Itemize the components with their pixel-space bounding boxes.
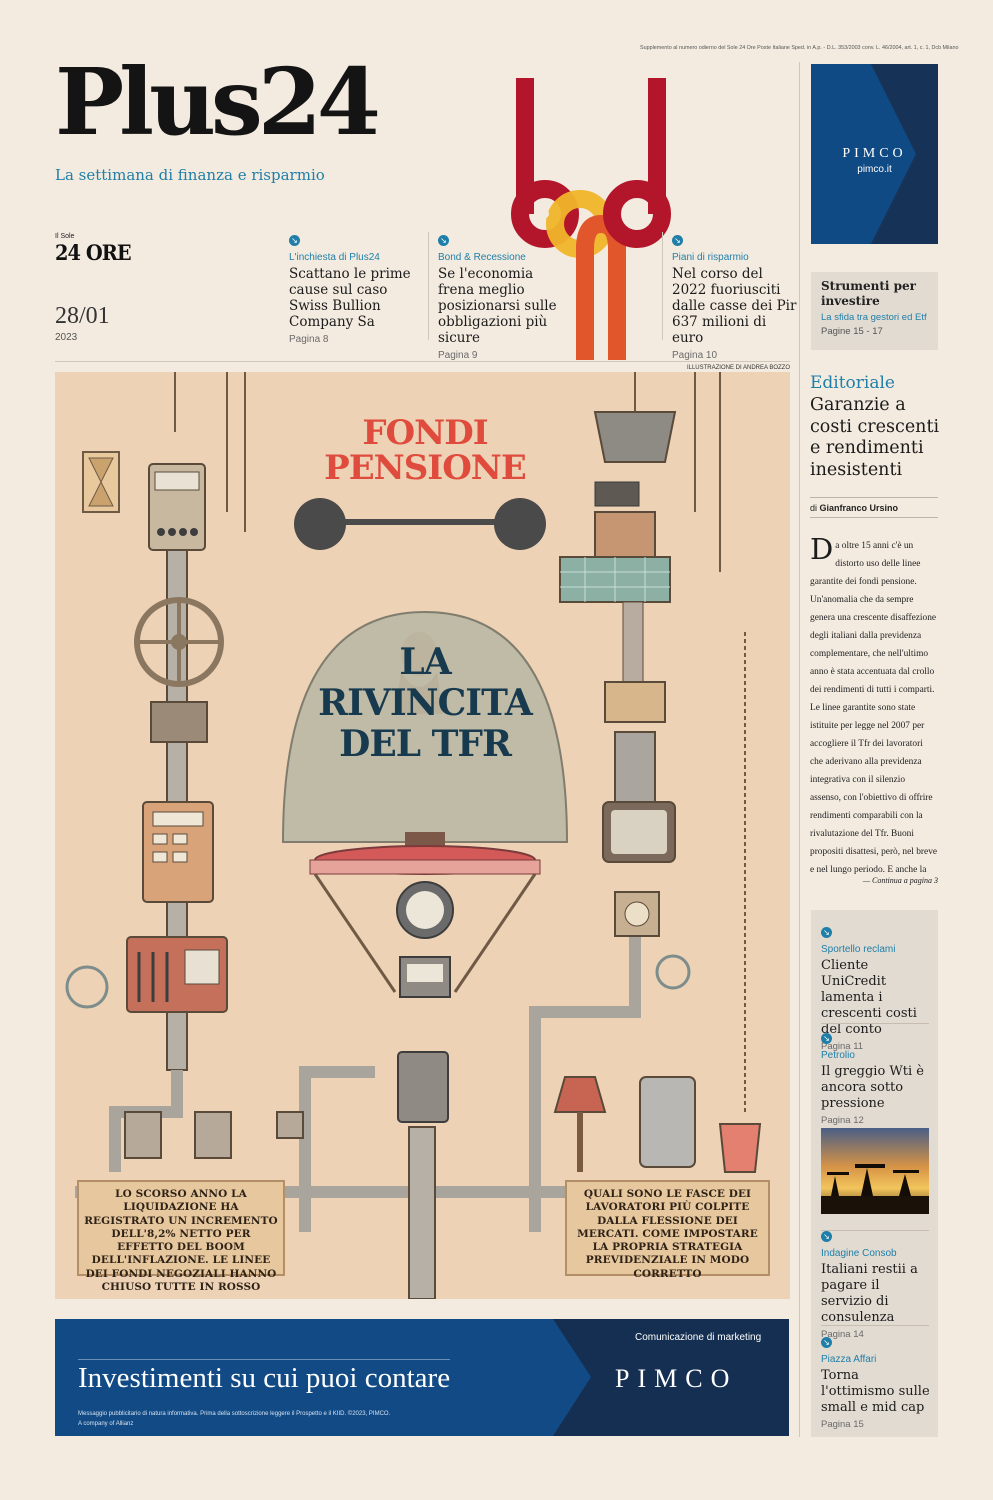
editorial-author: Gianfranco Ursino bbox=[819, 503, 899, 513]
cover-illustration[interactable]: FONDI PENSIONE LA RIVINCITA DEL TFR LO S… bbox=[55, 372, 790, 1299]
masthead-tagline: La settimana di finanza e risparmio bbox=[55, 166, 325, 184]
teaser-bond-recessione[interactable]: ↘ Bond & Recessione Se l'economia frena … bbox=[438, 232, 573, 361]
ad-company: A company of Allianz bbox=[78, 1421, 134, 1427]
issue-date: 28/01 bbox=[55, 303, 110, 329]
sidebar-news-box: ↘ Sportello reclami Cliente UniCredit la… bbox=[811, 910, 938, 1437]
editorial-title[interactable]: Garanzie a costi crescenti e rendimenti … bbox=[810, 395, 940, 480]
machine-drawing bbox=[65, 372, 762, 1299]
arrow-icon: ↘ bbox=[672, 234, 683, 246]
headline-top: FONDI PENSIONE bbox=[324, 413, 527, 488]
sidebar-ad-brand: PIMCO bbox=[842, 146, 907, 161]
strumenti-box[interactable]: Strumenti per investire La sfida tra ges… bbox=[811, 272, 938, 350]
editorial-continue[interactable]: — Continua a pagina 3 bbox=[862, 876, 938, 885]
teaser-title: Nel corso del 2022 fuoriusciti dalle cas… bbox=[672, 266, 797, 346]
strumenti-page: Pagine 15 - 17 bbox=[821, 326, 883, 337]
arrow-icon: ↘ bbox=[289, 234, 300, 246]
teaser-page: Pagina 8 bbox=[289, 334, 329, 345]
teaser-kicker: Bond & Recessione bbox=[438, 252, 526, 263]
sidebar-item-reclami[interactable]: ↘ Sportello reclami Cliente UniCredit la… bbox=[821, 924, 933, 1052]
sidebar-item-kicker: Petrolio bbox=[821, 1050, 855, 1061]
teaser-kicker: L'inchiesta di Plus24 bbox=[289, 252, 380, 263]
sidebar-item-title: Cliente UniCredit lamenta i crescenti co… bbox=[821, 958, 917, 1037]
sidebar-item-kicker: Indagine Consob bbox=[821, 1248, 897, 1259]
bond-logo-text: bond bbox=[505, 74, 508, 75]
teaser-page: Pagina 10 bbox=[672, 350, 718, 361]
sidebar-item-title: Il greggio Wti è ancora sotto pressione bbox=[821, 1064, 924, 1111]
editorial-byline: di Gianfranco Ursino bbox=[810, 503, 898, 513]
ad-chevron-graphic bbox=[553, 1319, 789, 1436]
sidebar-item-page: Pagina 12 bbox=[821, 1115, 864, 1126]
ad-headline: Investimenti su cui puoi contare bbox=[78, 1359, 451, 1395]
issue-year: 2023 bbox=[55, 332, 78, 343]
ad-brand: PIMCO bbox=[615, 1364, 738, 1393]
headline-main: LA RIVINCITA DEL TFR bbox=[318, 641, 533, 765]
sidebar-ad-pimco[interactable]: PIMCO pimco.it bbox=[811, 64, 938, 244]
oil-pumps-photo bbox=[821, 1128, 929, 1214]
sidebar-item-kicker: Sportello reclami bbox=[821, 944, 896, 955]
teaser-piani-risparmio[interactable]: ↘ Piani di risparmio Nel corso del 2022 … bbox=[672, 232, 797, 361]
sidebar-ad-url: pimco.it bbox=[857, 164, 892, 175]
editorial-dropcap: D bbox=[810, 535, 834, 566]
sidebar-item-page: Pagina 11 bbox=[821, 1041, 864, 1052]
teaser-title: Se l'economia frena meglio posizionarsi … bbox=[438, 266, 557, 346]
arrow-icon: ↘ bbox=[438, 234, 449, 246]
ad-disclaimer: Messaggio pubblicitario di natura inform… bbox=[78, 1411, 391, 1417]
editorial-body: a oltre 15 anni c'è un distorto uso dell… bbox=[810, 541, 938, 875]
strumenti-title: Strumenti per investire bbox=[821, 279, 916, 308]
ad-label: Comunicazione di marketing bbox=[635, 1332, 762, 1343]
sidebar-item-title: Italiani restii a pagare il servizio di … bbox=[821, 1262, 918, 1325]
sidebar-item-petrolio[interactable]: ↘ Petrolio Il greggio Wti è ancora sotto… bbox=[821, 1030, 933, 1126]
bond-letter-d-bowl bbox=[603, 180, 671, 248]
editorial-label: Editoriale bbox=[810, 373, 895, 393]
sidebar-item-page: Pagina 14 bbox=[821, 1329, 864, 1340]
publisher-small: Il Sole bbox=[55, 233, 75, 240]
teaser-title: Scattano le prime cause sul caso Swiss B… bbox=[289, 266, 411, 330]
teaser-kicker: Piani di risparmio bbox=[672, 252, 749, 263]
sidebar-item-title: Torna l'ottimismo sulle small e mid cap bbox=[821, 1368, 930, 1415]
bottom-ad[interactable]: Comunicazione di marketing Investimenti … bbox=[55, 1319, 789, 1436]
arrow-icon: ↘ bbox=[821, 1230, 832, 1242]
teaser-page: Pagina 9 bbox=[438, 350, 478, 361]
sidebar-item-piazza-affari[interactable]: ↘ Piazza Affari Torna l'ottimismo sulle … bbox=[821, 1334, 933, 1430]
arrow-icon: ↘ bbox=[821, 926, 832, 938]
note-right: QUALI SONO LE FASCE DEI LAVORATORI PIÙ C… bbox=[565, 1180, 770, 1280]
publisher-logo[interactable]: 24 ORE bbox=[55, 240, 132, 265]
legal-notice: Supplemento al numero odierno del Sole 2… bbox=[640, 45, 959, 51]
bond-letter-b-bowl bbox=[511, 180, 579, 248]
masthead-logo[interactable]: Plus24 bbox=[55, 48, 381, 156]
sidebar-item-kicker: Piazza Affari bbox=[821, 1354, 877, 1365]
editorial-body-wrap: D a oltre 15 anni c'è un distorto uso de… bbox=[810, 535, 938, 875]
illustration-credit: ILLUSTRAZIONE DI ANDREA BOZZO bbox=[686, 365, 790, 371]
sidebar-item-consob[interactable]: ↘ Indagine Consob Italiani restii a paga… bbox=[821, 1228, 933, 1340]
teaser-inchiesta[interactable]: ↘ L'inchiesta di Plus24 Scattano le prim… bbox=[289, 232, 419, 345]
arrow-icon: ↘ bbox=[821, 1032, 832, 1044]
strumenti-kicker: La sfida tra gestori ed Etf bbox=[821, 312, 927, 323]
sidebar-item-page: Pagina 15 bbox=[821, 1419, 864, 1430]
note-left: LO SCORSO ANNO LA LIQUIDAZIONE HA REGIST… bbox=[77, 1180, 285, 1293]
pimco-chevron-graphic bbox=[871, 64, 938, 244]
editorial-author-prefix: di bbox=[810, 503, 818, 513]
bond-logo-graphic[interactable]: bond bbox=[505, 74, 680, 364]
arrow-icon: ↘ bbox=[821, 1336, 832, 1348]
